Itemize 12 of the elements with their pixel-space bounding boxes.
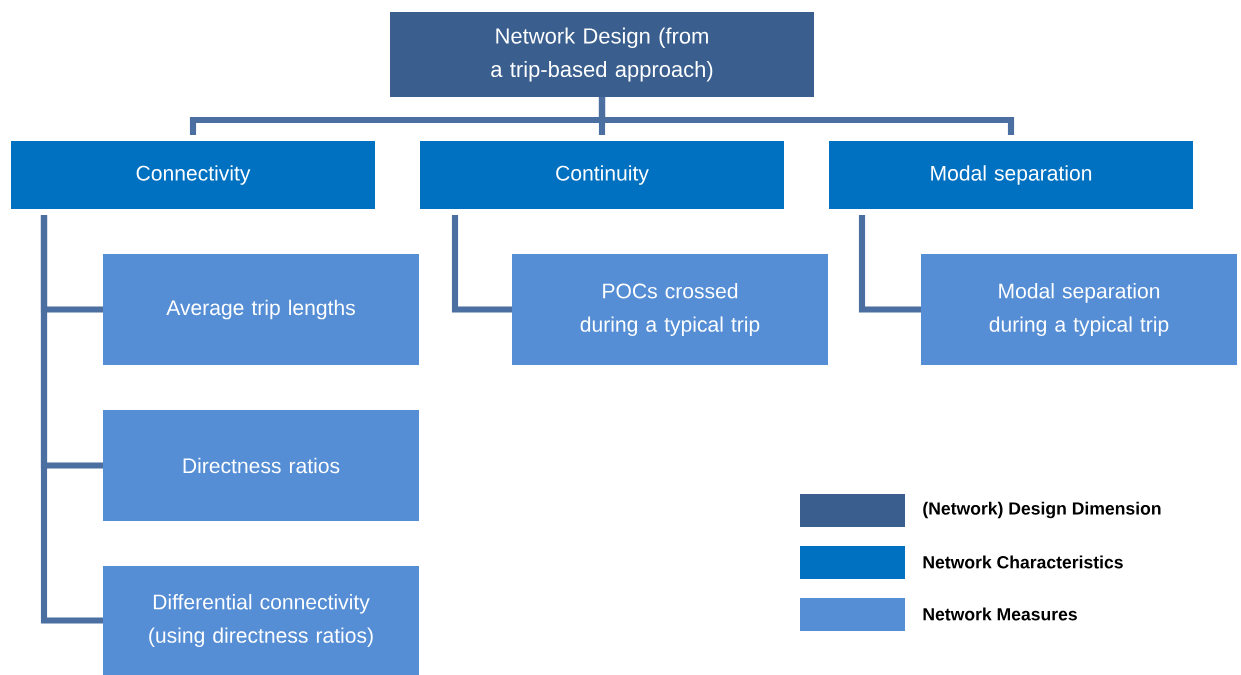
measure-box: Differential connectivity (using directness ratios) [103, 566, 419, 675]
characteristic-box: Connectivity [11, 141, 375, 209]
measure-box: Modal separation during a typical trip [921, 254, 1237, 365]
legend-label: Network Measures [923, 607, 1077, 621]
measure-box: POCs crossed during a typical trip [512, 254, 828, 365]
title-box: Network Design (from a trip-based approach) [390, 12, 814, 97]
legend-label: Network Characteristics [923, 555, 1123, 569]
measure-box: Directness ratios [103, 410, 419, 521]
characteristic-box: Modal separation [829, 141, 1193, 209]
measure-box: Average trip lengths [103, 254, 419, 365]
legend-label: (Network) Design Dimension [923, 501, 1161, 519]
characteristic-box: Continuity [420, 141, 784, 209]
